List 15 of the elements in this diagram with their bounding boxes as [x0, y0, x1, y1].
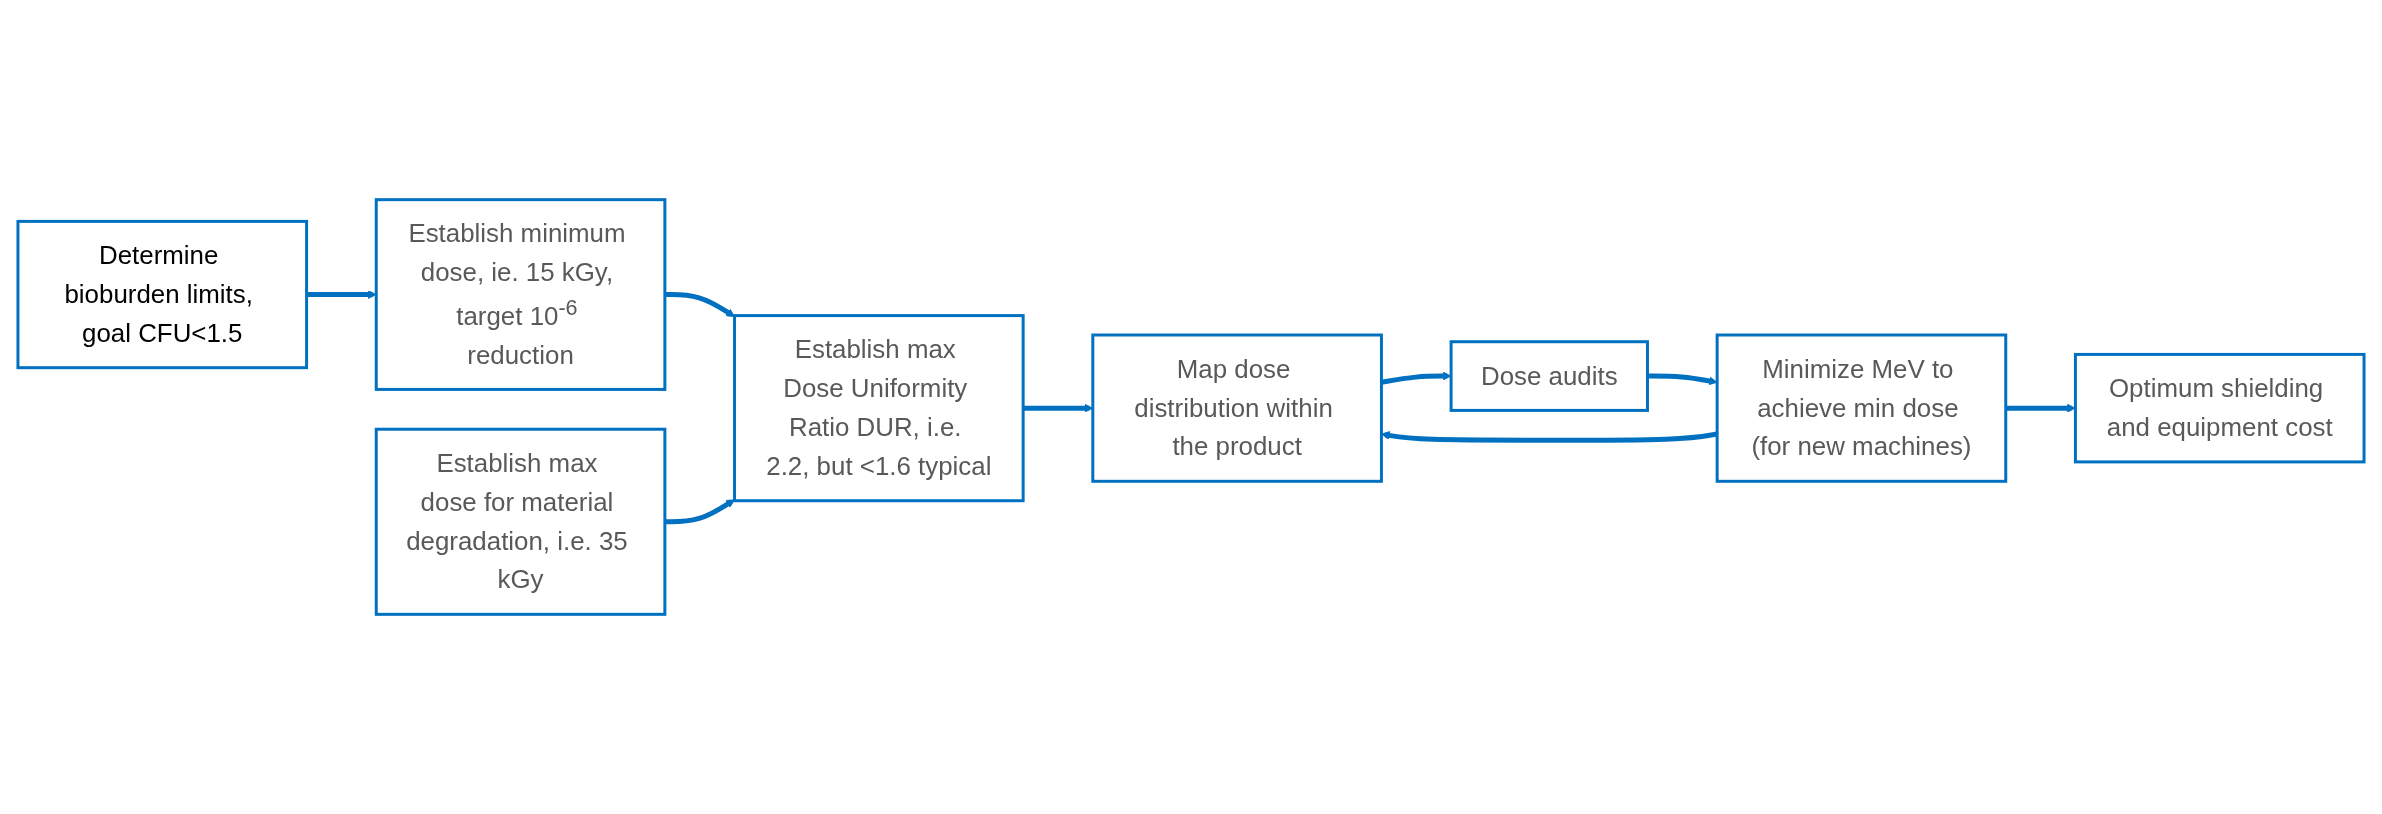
node-box: Dose audits — [1449, 340, 1649, 412]
arrow — [664, 499, 735, 525]
node-box: Map dose distribution within the product — [1091, 333, 1383, 483]
node-box: Optimum shielding and equipment cost — [2073, 352, 2366, 464]
node-box: Establish minimum dose, ie. 15 kGy, target 10$^{-6}$ reduction — [374, 198, 667, 391]
arrow — [664, 292, 735, 318]
node-box: Establish max Dose Uniformity Ratio DUR, i.e. 2.2, but <1.6 typical — [733, 314, 1025, 503]
arrow — [1381, 431, 1718, 443]
node-box: Establish max dose for material degradation, i.e. 35 kGy — [374, 427, 667, 616]
node-box: Minimize MeV to achieve min dose (for new machines) — [1715, 333, 2008, 483]
arrow — [1381, 371, 1452, 385]
node-box: Determine bioburden limits, goal CFU<1.5 — [16, 219, 309, 370]
arrow — [306, 290, 377, 299]
arrow — [1647, 373, 1718, 386]
arrow — [2005, 403, 2076, 413]
